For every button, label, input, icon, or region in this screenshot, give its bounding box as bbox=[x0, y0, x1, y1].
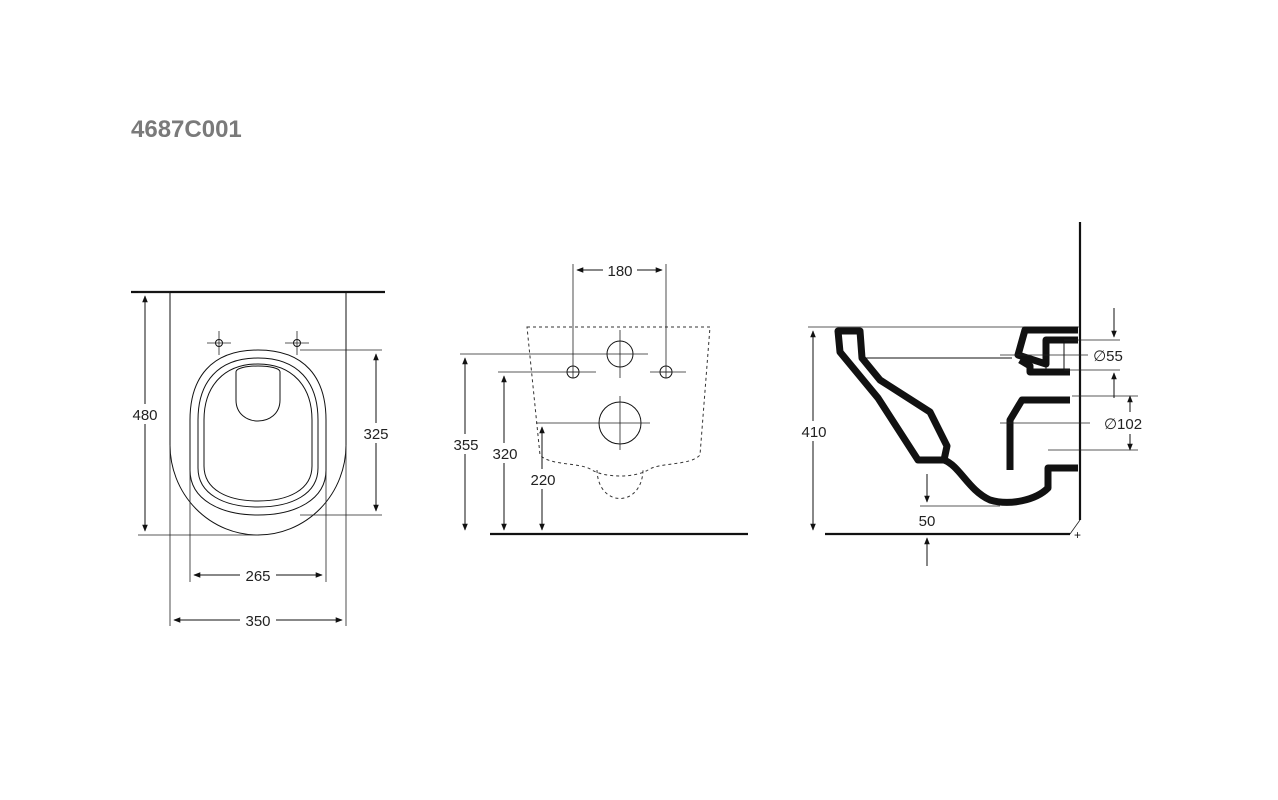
lid-cutout bbox=[235, 365, 281, 422]
seat-outer bbox=[189, 349, 327, 516]
inlet-upper-wall bbox=[1014, 326, 1078, 368]
dim-410-label: 410 bbox=[801, 424, 826, 441]
inlet-lower-wall bbox=[1018, 356, 1070, 376]
seat-inner-1 bbox=[197, 357, 319, 508]
dim-325-label: 325 bbox=[363, 426, 388, 443]
dim-50-label: 50 bbox=[919, 513, 936, 530]
bowl-front-section bbox=[834, 327, 951, 464]
dim-180-label: 180 bbox=[607, 263, 632, 280]
bowl-trap-outer bbox=[942, 456, 1078, 506]
dim-265-label: 265 bbox=[245, 568, 270, 585]
rear-view: 180 355 320 220 bbox=[450, 260, 748, 536]
fixing-hole-left bbox=[207, 331, 231, 355]
dim-355-label: 355 bbox=[453, 437, 478, 454]
drawing-title: 4687C001 bbox=[131, 116, 242, 143]
dim-350-label: 350 bbox=[245, 613, 270, 630]
bowl-outline bbox=[169, 292, 347, 536]
side-view: + ∅55 ∅102 410 bbox=[797, 222, 1146, 566]
seat-inner-2 bbox=[203, 363, 313, 502]
dim-55-label: ∅55 bbox=[1093, 348, 1123, 365]
bowl-trap-inner bbox=[1006, 396, 1070, 470]
dim-102-label: ∅102 bbox=[1104, 416, 1142, 433]
dim-320-label: 320 bbox=[492, 446, 517, 463]
front-view: 480 325 265 350 bbox=[129, 290, 392, 630]
fixing-hole-right bbox=[285, 331, 309, 355]
svg-text:+: + bbox=[1074, 528, 1081, 542]
rear-outline bbox=[526, 326, 711, 477]
dim-220-label: 220 bbox=[530, 472, 555, 489]
dim-480-label: 480 bbox=[132, 407, 157, 424]
